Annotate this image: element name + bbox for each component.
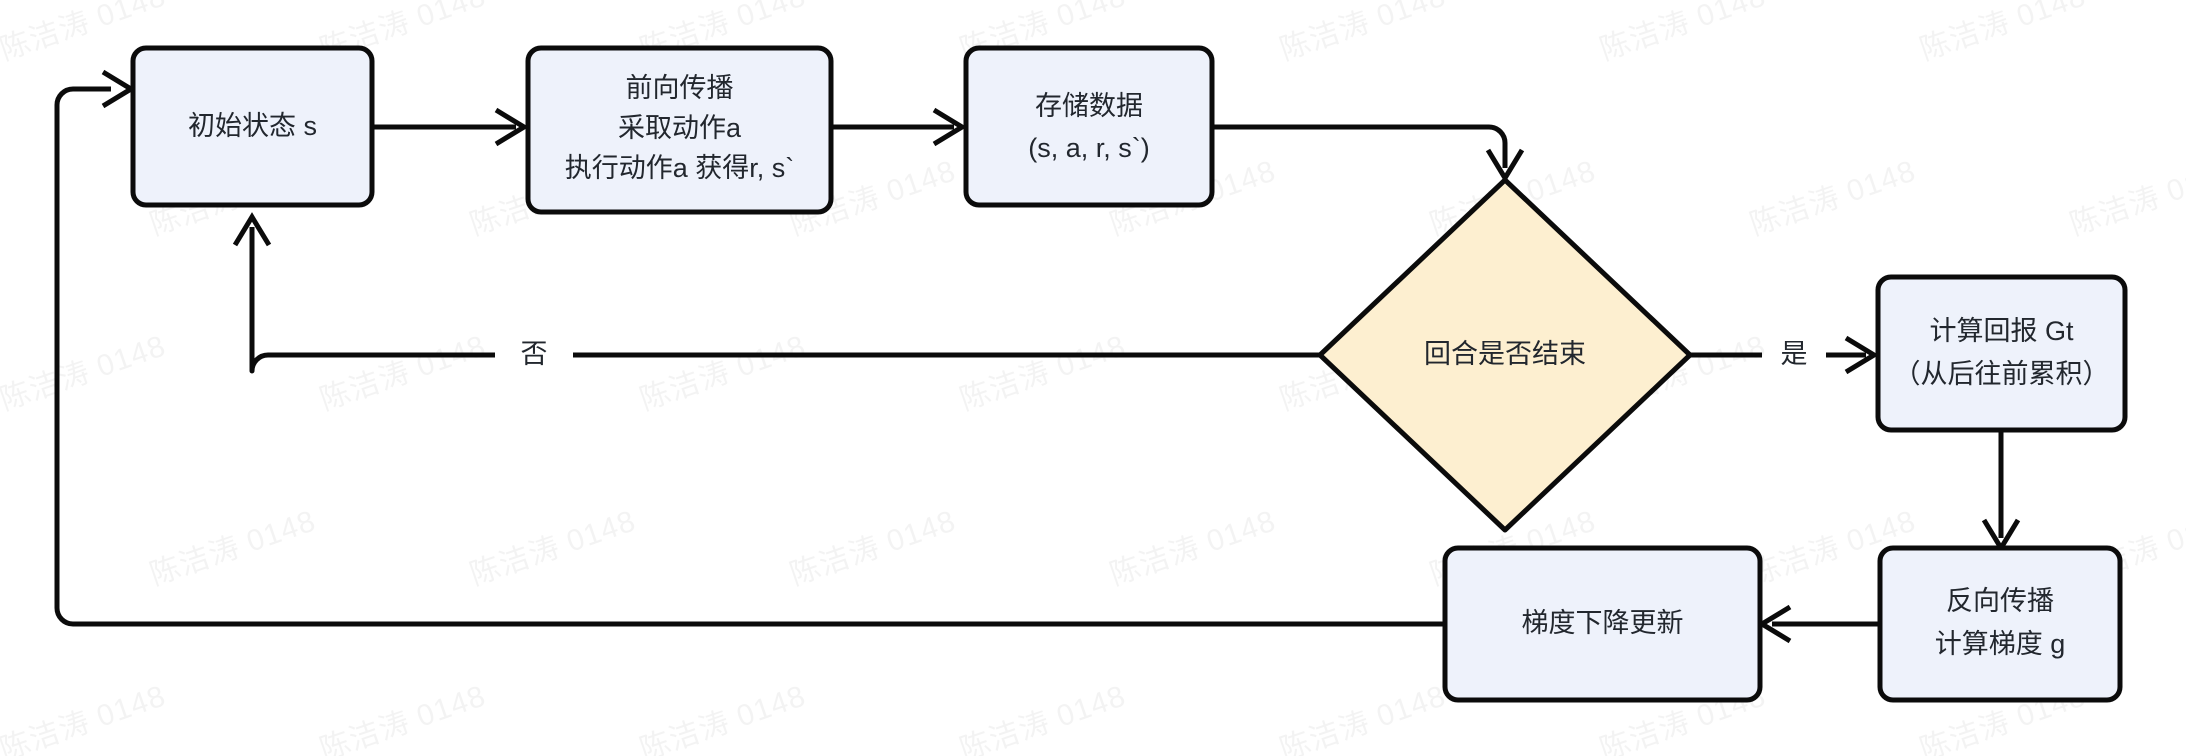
node-episode-done-label: 回合是否结束 [1424,339,1586,369]
node-episode-done[interactable]: 回合是否结束 [1317,177,1693,533]
node-gradient-update-label: 梯度下降更新 [1522,608,1684,638]
node-compute-return-line-1: 计算回报 Gt [1929,316,2074,346]
edge-label-no: 否 [521,339,548,369]
edge-store-to-decision [1212,124,1525,183]
edge-return-to-backprop [1981,430,2021,553]
edge-label-yes: 是 [1781,339,1808,369]
node-store-data-line-1: 存储数据 [1035,91,1143,121]
node-backprop-line-1: 反向传播 [1946,586,2054,616]
edge-decision-yes: 是 [1690,335,1879,375]
edge-decision-no: 否 [232,212,1320,374]
edge-forward-to-store [831,107,967,147]
node-store-data[interactable]: 存储数据 (s, a, r, s`) [963,45,1215,208]
node-backprop[interactable]: 反向传播 计算梯度 g [1877,545,2123,703]
node-compute-return[interactable]: 计算回报 Gt （从后往前累积） [1875,274,2128,433]
edge-init-to-forward [372,107,529,147]
node-store-data-line-2: (s, a, r, s`) [1028,133,1150,163]
node-backprop-line-2: 计算梯度 g [1935,629,2066,659]
node-gradient-update[interactable]: 梯度下降更新 [1442,545,1763,703]
node-forward-pass-line-3: 执行动作a 获得r, s` [565,153,795,183]
node-compute-return-line-2: （从后往前累积） [1894,359,2110,389]
node-forward-pass-line-1: 前向传播 [626,73,734,103]
node-forward-pass-line-2: 采取动作a [618,113,742,143]
node-init-state-line-1: 初始状态 s [188,111,317,141]
edge-backprop-to-update [1757,604,1880,644]
node-init-state[interactable]: 初始状态 s [130,45,375,208]
node-forward-pass[interactable]: 前向传播 采取动作a 执行动作a 获得r, s` [525,45,834,215]
